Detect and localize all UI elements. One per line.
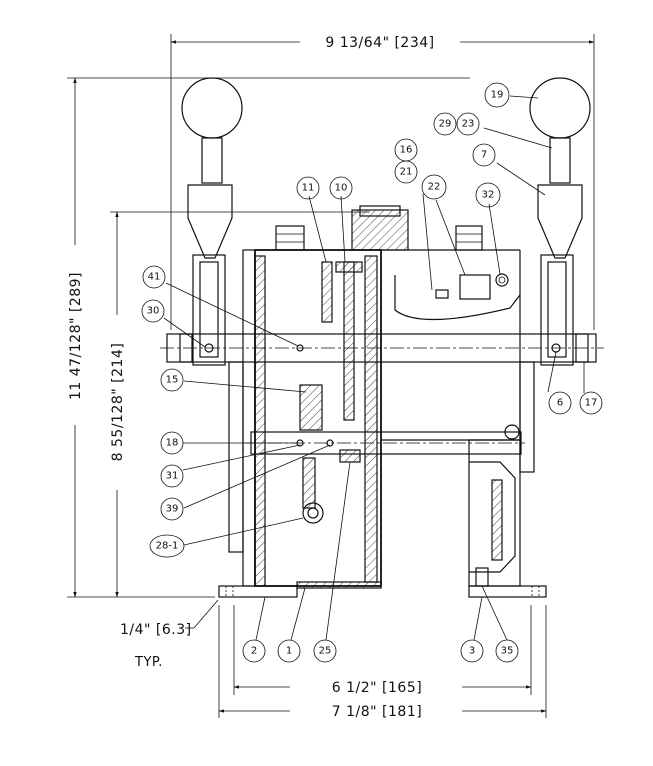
svg-text:23: 23 (462, 119, 475, 130)
svg-text:41: 41 (148, 272, 161, 283)
lower-right-bracket (468, 424, 521, 587)
balloon-7: 7 (472, 143, 496, 167)
svg-text:39: 39 (166, 504, 179, 515)
svg-text:35: 35 (501, 646, 514, 657)
dimension-inner-base-width: 6 1/2" [165] (233, 605, 532, 696)
svg-text:7: 7 (481, 150, 487, 161)
leader-lines (163, 95, 585, 641)
svg-text:21: 21 (400, 167, 413, 178)
balloon-15: 15 (160, 368, 184, 392)
svg-text:32: 32 (482, 190, 495, 201)
hole-note-label: TYP. (134, 655, 163, 670)
outer-base-width-label: 7 1/8" [181] (332, 704, 422, 720)
left-handle (179, 77, 304, 366)
svg-text:22: 22 (428, 182, 441, 193)
balloon-31: 31 (160, 464, 184, 488)
overall-width-label: 9 13/64" [234] (325, 35, 434, 51)
balloon-1: 1 (277, 639, 301, 663)
balloon-6: 6 (548, 391, 572, 415)
right-handle (529, 77, 591, 366)
svg-text:30: 30 (147, 306, 160, 317)
svg-text:6: 6 (557, 398, 563, 409)
balloon-32: 32 (475, 182, 501, 208)
balloon-29: 29 (433, 112, 457, 136)
svg-text:10: 10 (335, 183, 348, 194)
balloon-41: 41 (142, 265, 166, 289)
svg-text:18: 18 (166, 438, 179, 449)
svg-text:28-1: 28-1 (156, 541, 179, 552)
balloon-21: 21 (394, 160, 418, 184)
svg-text:3: 3 (469, 646, 475, 657)
shaft-height-label: 8 55/128" [214] (110, 343, 126, 462)
right-side-plate (519, 361, 535, 473)
svg-text:15: 15 (166, 375, 179, 386)
svg-text:17: 17 (585, 398, 598, 409)
svg-text:16: 16 (400, 145, 413, 156)
dimension-shaft-height: 8 55/128" [214] (110, 211, 370, 598)
housing (254, 249, 521, 587)
svg-text:11: 11 (302, 183, 315, 194)
top-nuts (275, 205, 483, 251)
svg-text:29: 29 (439, 119, 452, 130)
svg-text:2: 2 (251, 646, 257, 657)
balloon-25: 25 (313, 639, 337, 663)
balloon-10: 10 (329, 176, 353, 200)
balloon-11: 11 (296, 176, 320, 200)
inner-base-width-label: 6 1/2" [165] (332, 680, 422, 696)
dimension-outer-base-width: 7 1/8" [181] (218, 605, 547, 720)
balloon-18: 18 (160, 431, 184, 455)
dimension-hole-size: 1/4" [6.3] TYP. (120, 599, 219, 670)
dimension-overall-height: 11 47/128" [289] (67, 77, 470, 598)
gears (299, 261, 363, 524)
balloon-16: 16 (394, 138, 418, 162)
balloon-19: 19 (484, 82, 510, 108)
balloon-30: 30 (141, 299, 165, 323)
balloon-23: 23 (456, 112, 480, 136)
balloon-28-1: 28-1 (149, 534, 185, 558)
svg-text:31: 31 (166, 471, 179, 482)
shafts (160, 333, 604, 455)
overall-height-label: 11 47/128" [289] (68, 272, 84, 400)
hole-size-label: 1/4" [6.3] (120, 622, 192, 638)
balloon-35: 35 (495, 639, 519, 663)
balloon-22: 22 (421, 174, 447, 200)
left-side-plate (228, 249, 266, 587)
control-panel (435, 273, 509, 300)
svg-text:25: 25 (319, 646, 332, 657)
dimension-overall-width: 9 13/64" [234] (170, 34, 595, 330)
balloon-3: 3 (460, 639, 484, 663)
svg-text:1: 1 (286, 646, 292, 657)
svg-text:19: 19 (491, 90, 504, 101)
small-fasteners (296, 439, 334, 447)
base-plates (218, 581, 547, 598)
balloon-17: 17 (579, 391, 603, 415)
balloon-2: 2 (242, 639, 266, 663)
balloon-39: 39 (160, 497, 184, 521)
